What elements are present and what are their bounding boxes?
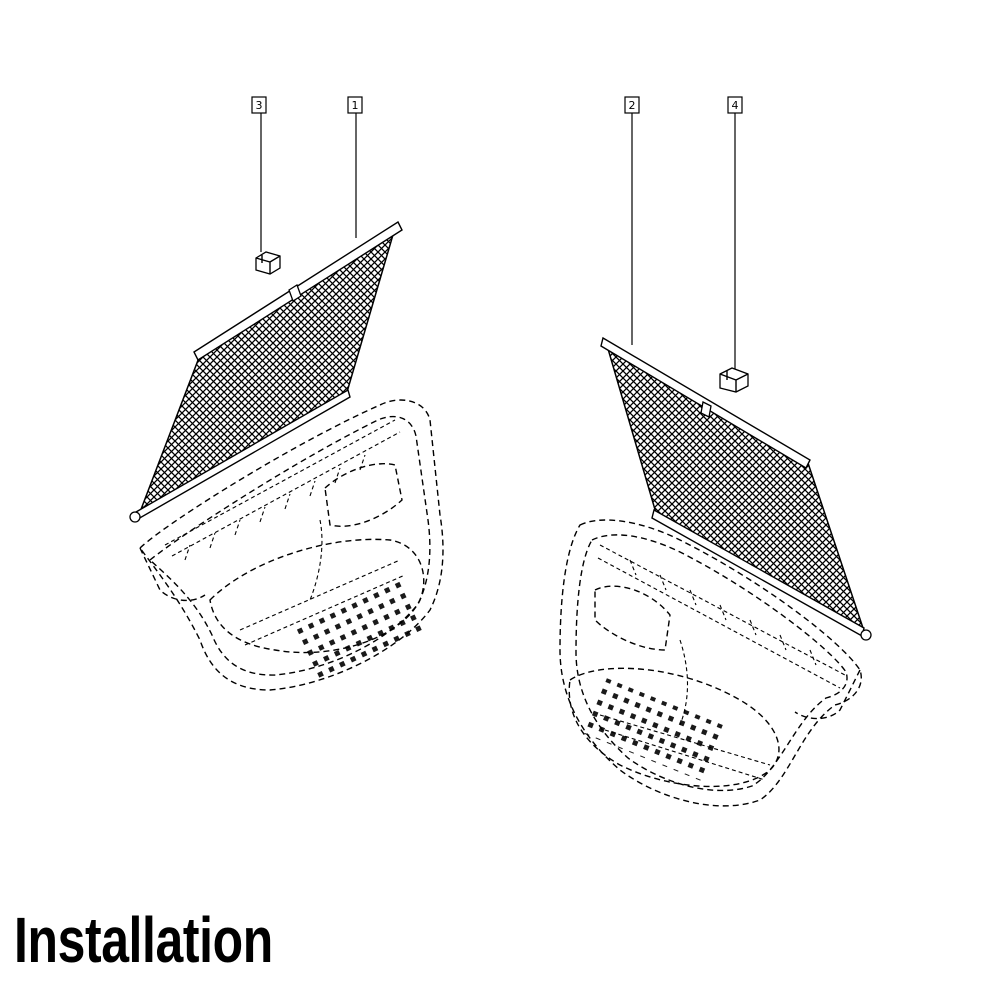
clip-part-4 xyxy=(719,367,749,393)
clip-part-3 xyxy=(255,251,281,275)
callout-3: 3 xyxy=(251,96,267,252)
callout-3-label: 3 xyxy=(256,99,263,112)
sunshade-left xyxy=(129,220,403,523)
callout-4: 4 xyxy=(727,96,743,372)
callout-1: 1 xyxy=(347,96,363,238)
callout-1-label: 1 xyxy=(352,99,359,112)
callout-2: 2 xyxy=(624,96,640,345)
page-title: Installation xyxy=(14,904,273,976)
callout-2-label: 2 xyxy=(629,99,636,112)
door-trim-right xyxy=(559,519,862,807)
door-trim-left xyxy=(139,399,444,691)
sunshade-right xyxy=(600,336,872,641)
callout-4-label: 4 xyxy=(732,99,739,112)
